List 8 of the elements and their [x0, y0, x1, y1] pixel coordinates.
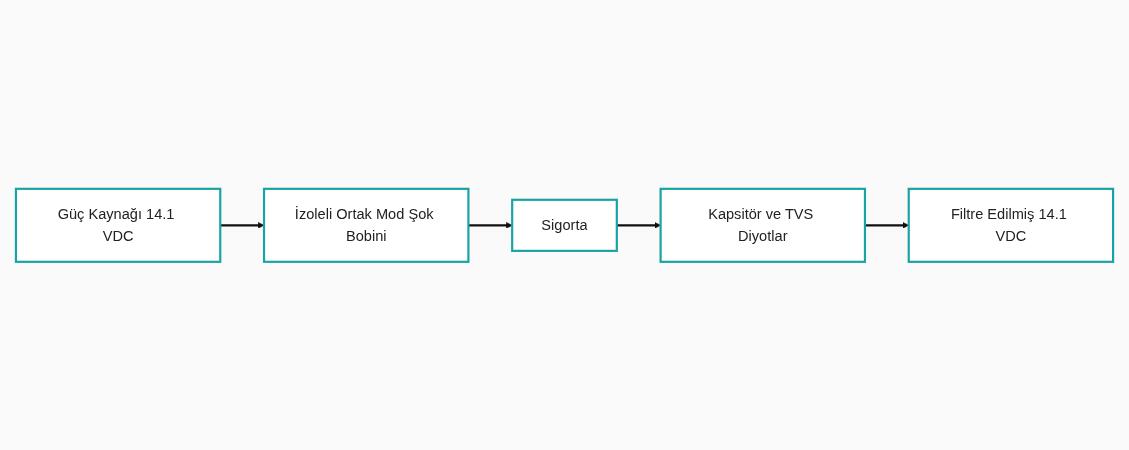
arrow	[616, 221, 661, 229]
node-box: Kapsitör ve TVS Diyotlar	[659, 187, 867, 263]
arrow	[220, 221, 265, 229]
node-box: Sigorta	[511, 198, 618, 252]
node-box: Güç Kaynağı 14.1 VDC	[14, 187, 222, 263]
node-box: İzoleli Ortak Mod Şok Bobini	[262, 187, 470, 263]
arrow	[468, 221, 513, 229]
node-box: Filtre Edilmiş 14.1 VDC	[907, 187, 1115, 263]
